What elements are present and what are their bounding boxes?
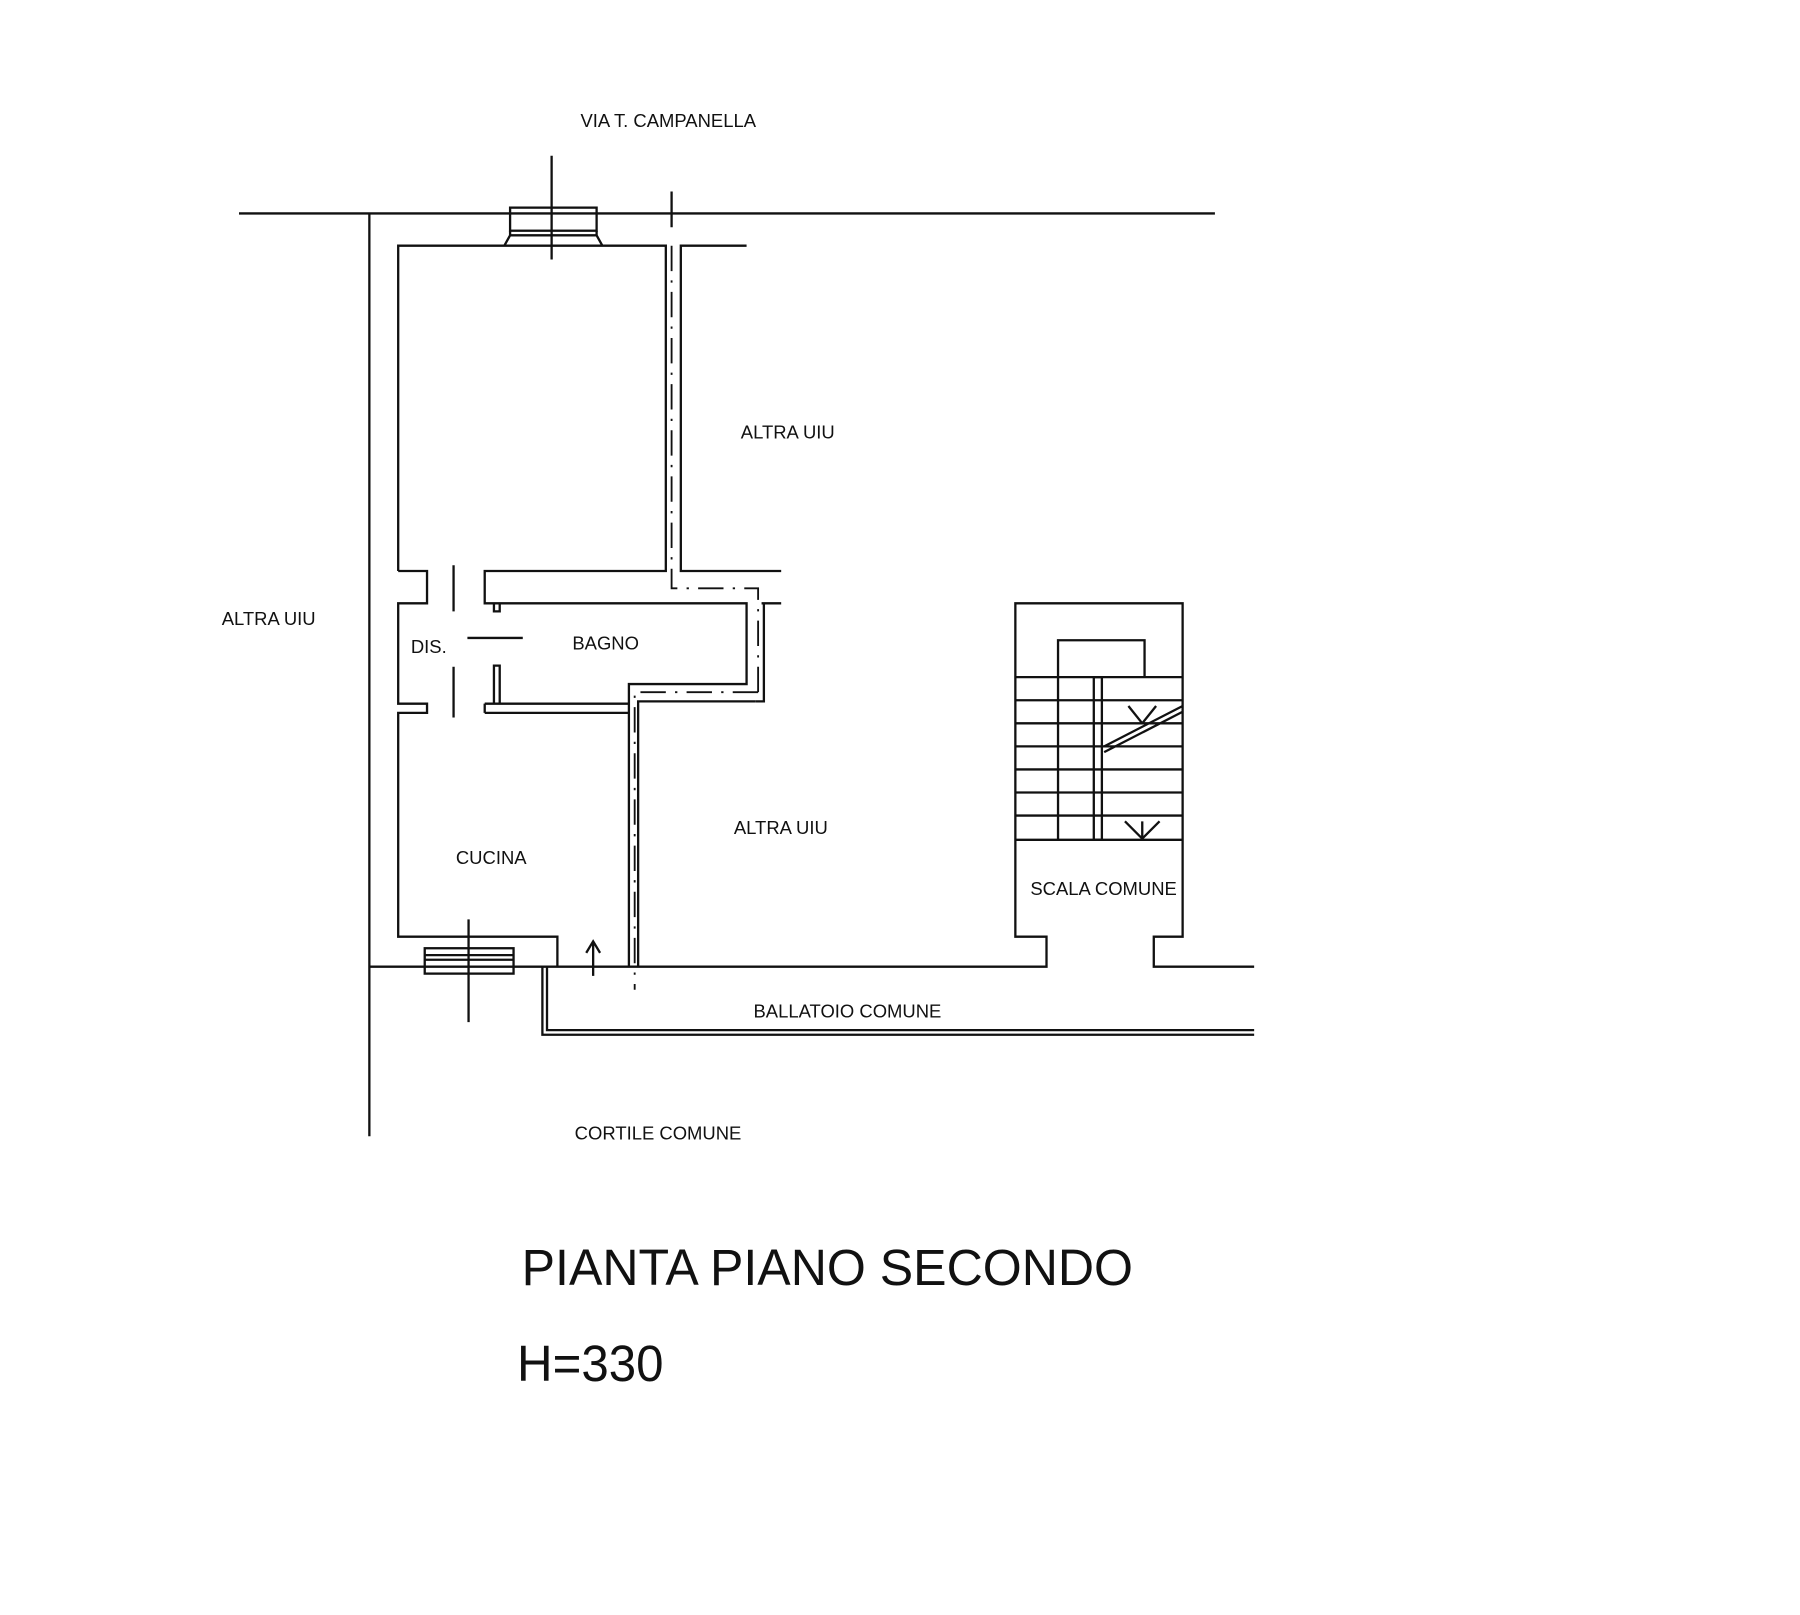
entrance-arrow-icon [585, 939, 602, 976]
window-top [503, 155, 673, 260]
staircase [1015, 639, 1184, 841]
common-courtyard-label: CORTILE COMUNE [575, 1123, 742, 1144]
street-label: VIA T. CAMPANELLA [580, 110, 756, 131]
other-unit-middle-label: ALTRA UIU [734, 817, 828, 838]
bathroom-label: BAGNO [572, 632, 639, 653]
common-stair-label: SCALA COMUNE [1030, 878, 1177, 899]
labels: VIA T. CAMPANELLA ALTRA UIU ALTRA UIU DI… [222, 110, 1177, 1392]
other-unit-top-label: ALTRA UIU [741, 421, 835, 442]
plan-title: PIANTA PIANO SECONDO [522, 1239, 1133, 1296]
hallway-label: DIS. [411, 636, 447, 657]
walls [239, 155, 1255, 1137]
height-note: H=330 [517, 1335, 664, 1392]
common-balcony-label: BALLATOIO COMUNE [753, 1000, 941, 1021]
other-unit-left-label: ALTRA UIU [222, 608, 316, 629]
window-bottom [423, 919, 515, 1023]
kitchen-label: CUCINA [456, 847, 527, 868]
